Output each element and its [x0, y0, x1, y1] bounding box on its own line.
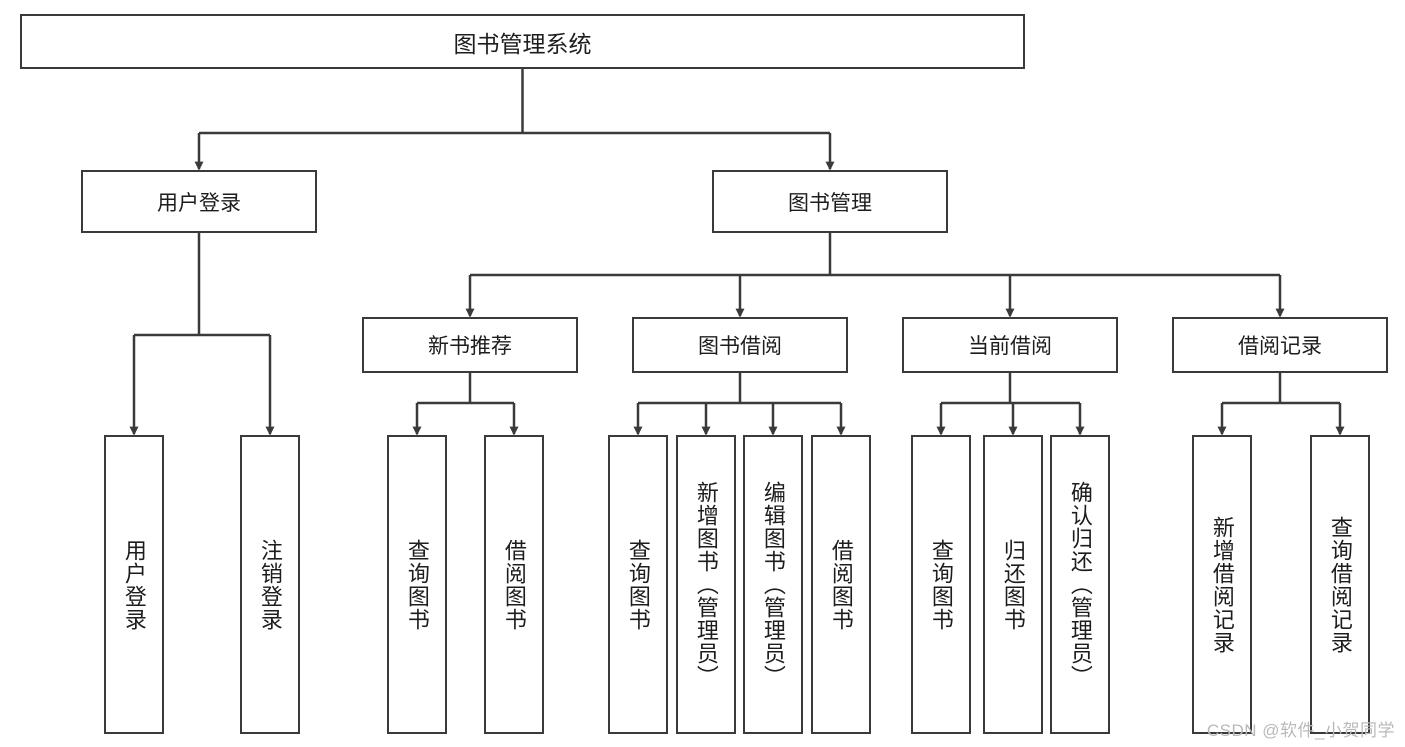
node-label: 借阅记录 [1238, 335, 1322, 358]
node-label: 借阅图书 [828, 538, 854, 631]
node-label: 当前借阅 [968, 335, 1052, 358]
node-label: 新增图书（管理员） [693, 481, 719, 688]
node-n-user-login: 用户登录 [81, 170, 317, 233]
node-label: 用户登录 [121, 538, 147, 631]
node-label: 图书管理系统 [453, 30, 592, 57]
node-label: 查询图书 [625, 538, 651, 631]
watermark: CSDN @软件_小贺同学 [1206, 721, 1395, 740]
node-l-confirm-return: 确认归还（管理员） [1050, 435, 1110, 734]
node-label: 新增借阅记录 [1209, 515, 1235, 654]
node-label: 确认归还（管理员） [1067, 481, 1093, 688]
node-label: 注销登录 [257, 538, 283, 631]
node-n-book-manage: 图书管理 [712, 170, 948, 233]
node-l-return-book: 归还图书 [983, 435, 1043, 734]
node-n-borrow-record: 借阅记录 [1172, 317, 1388, 373]
node-l-user-login: 用户登录 [104, 435, 164, 734]
node-label: 查询图书 [404, 538, 430, 631]
node-l-borrow-book-2: 借阅图书 [811, 435, 871, 734]
node-label: 编辑图书（管理员） [760, 481, 786, 688]
node-label: 查询图书 [928, 538, 954, 631]
node-n-current-borrow: 当前借阅 [902, 317, 1118, 373]
node-root: 图书管理系统 [20, 14, 1025, 69]
node-l-logout: 注销登录 [240, 435, 300, 734]
node-label: 归还图书 [1000, 538, 1026, 631]
node-label: 图书管理 [788, 191, 872, 215]
node-n-book-borrow: 图书借阅 [632, 317, 848, 373]
node-l-query-book-1: 查询图书 [387, 435, 447, 734]
node-l-borrow-book-1: 借阅图书 [484, 435, 544, 734]
node-l-edit-book: 编辑图书（管理员） [743, 435, 803, 734]
node-l-query-book-3: 查询图书 [911, 435, 971, 734]
node-label: 图书借阅 [698, 335, 782, 358]
node-label: 新书推荐 [428, 335, 512, 358]
node-l-add-record: 新增借阅记录 [1192, 435, 1252, 734]
node-l-query-record: 查询借阅记录 [1310, 435, 1370, 734]
node-label: 查询借阅记录 [1327, 515, 1353, 654]
node-label: 借阅图书 [501, 538, 527, 631]
node-l-add-book: 新增图书（管理员） [676, 435, 736, 734]
node-label: 用户登录 [157, 191, 241, 215]
node-n-new-book-rec: 新书推荐 [362, 317, 578, 373]
node-l-query-book-2: 查询图书 [608, 435, 668, 734]
